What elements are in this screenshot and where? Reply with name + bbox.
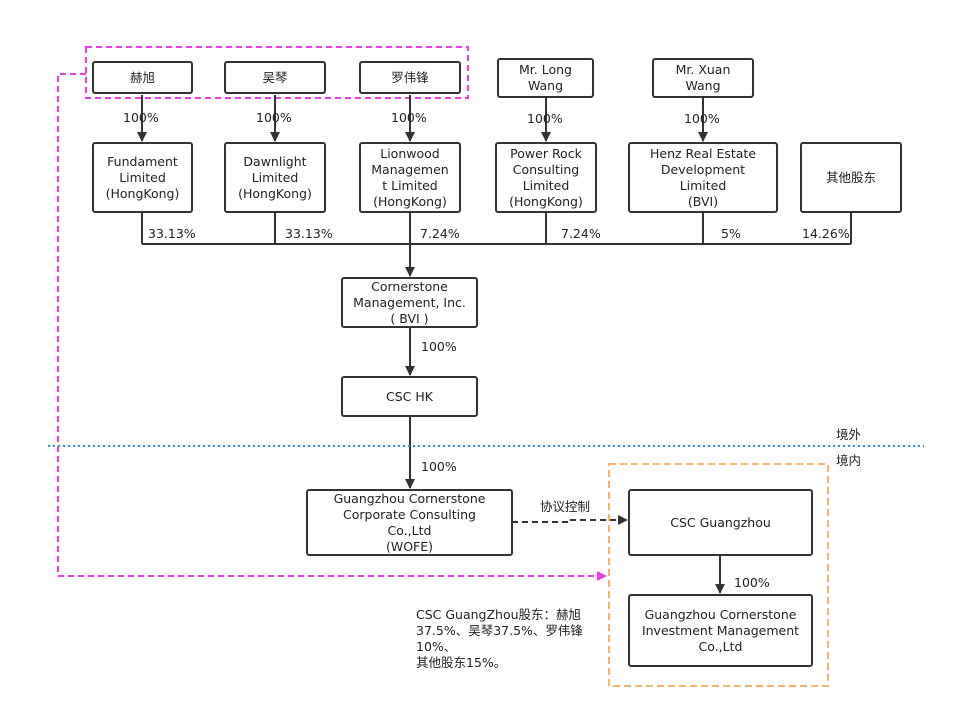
person-xuan-wang: Mr. Xuan Wang [652,58,754,98]
pct-other: 14.26% [802,226,850,241]
entity-wofe: Guangzhou Cornerstone Corporate Consulti… [306,489,513,556]
pct-wu-qin-dawnlight: 100% [256,110,292,125]
entity-other-shareholders: 其他股东 [800,142,902,213]
pct-luo-lionwood: 100% [391,110,427,125]
entity-henz: Henz Real Estate Development Limited (BV… [628,142,778,213]
pct-dawnlight: 33.13% [285,226,333,241]
entity-lionwood: Lionwood Managemen t Limited (HongKong) [359,142,461,213]
csc-guangzhou-shareholder-note: CSC GuangZhou股东：赫旭 37.5%、吴琴37.5%、罗伟锋10%、… [416,607,583,670]
entity-power-rock: Power Rock Consulting Limited (HongKong) [495,142,597,213]
pct-fundament: 33.13% [148,226,196,241]
entity-gz-investment: Guangzhou Cornerstone Investment Managem… [628,594,813,667]
pct-power-rock: 7.24% [561,226,601,241]
onshore-group-frame [608,463,829,687]
region-onshore-label: 境内 [836,453,862,468]
entity-fundament: Fundament Limited (HongKong) [92,142,193,213]
entity-csc-hk: CSC HK [341,376,478,417]
founders-group-frame [85,46,469,99]
person-luo-weifeng: 罗伟锋 [359,61,461,94]
pct-xuan-henz: 100% [684,111,720,126]
entity-cornerstone-bvi: Cornerstone Management, Inc. ( BVI ) [341,277,478,328]
founders-control-line [57,73,607,581]
person-wu-qin: 吴琴 [224,61,326,94]
pct-long-power-rock: 100% [527,111,563,126]
person-he-xu: 赫旭 [92,61,193,94]
pct-he-xu-fundament: 100% [123,110,159,125]
region-offshore-label: 境外 [836,427,862,442]
person-long-wang: Mr. Long Wang [497,58,594,98]
agreement-control-arrow [512,515,628,525]
pct-hk-wofe: 100% [421,459,457,474]
pct-lionwood: 7.24% [420,226,460,241]
agreement-control-label: 协议控制 [540,499,591,514]
pct-henz: 5% [721,226,741,241]
pct-cscgz-investment: 100% [734,575,770,590]
pct-bvi-hk: 100% [421,339,457,354]
entity-csc-guangzhou: CSC Guangzhou [628,489,813,556]
entity-dawnlight: Dawnlight Limited (HongKong) [224,142,326,213]
